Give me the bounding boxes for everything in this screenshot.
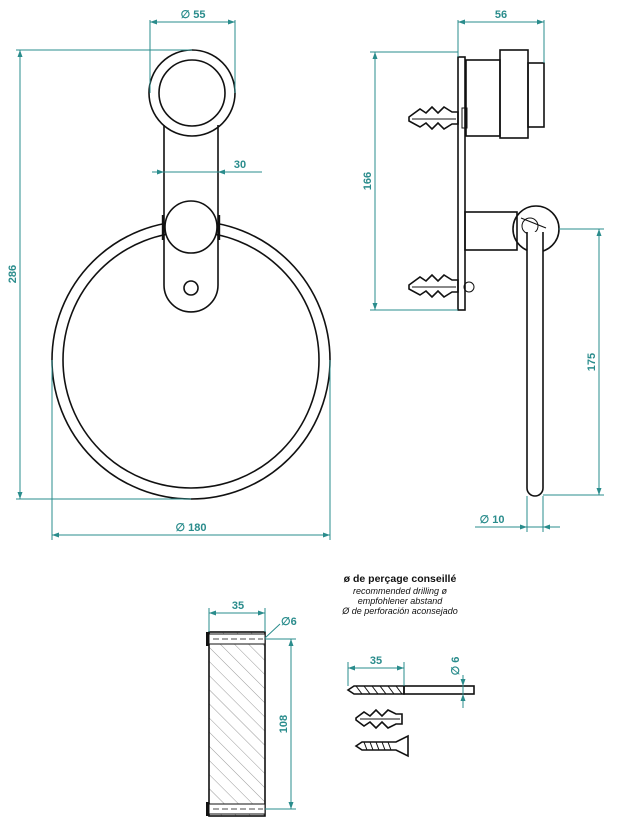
note-spanish: Ø de perforación aconsejado (341, 606, 458, 616)
wall-plug (355, 708, 403, 730)
front-view: ∅ 55 30 286 ∅ 180 (7, 9, 331, 540)
plate-section: 35 ∅6 108 (206, 600, 297, 817)
stem (163, 125, 219, 313)
note-english: recommended drilling ø (353, 586, 448, 596)
ring-inner (62, 231, 320, 489)
anchor-bottom (408, 273, 475, 299)
ring-outer (51, 220, 331, 500)
dim-side-mount-height: 166 (362, 172, 374, 190)
dim-drill-diameter: ∅ 6 (450, 657, 462, 676)
plate-body (208, 631, 266, 817)
ball-joint (164, 200, 218, 254)
dim-plate-width: 35 (232, 600, 244, 612)
drill-bit (346, 685, 475, 695)
stem-hole (183, 280, 199, 296)
screw (354, 734, 409, 758)
dim-plate-height: 108 (278, 715, 290, 733)
anchor-top (408, 105, 459, 131)
top-mount-outer (148, 49, 236, 137)
side-arm (464, 211, 518, 251)
drilling-note: ø de perçage conseillé recommended drill… (341, 573, 475, 758)
note-title: ø de perçage conseillé (344, 573, 457, 585)
wall-plate (457, 56, 466, 311)
dim-stem-width: 30 (234, 159, 246, 171)
dim-top-diameter: ∅ 55 (181, 9, 206, 21)
dim-side-depth: 56 (495, 9, 507, 21)
top-mount-inner (158, 59, 226, 127)
dim-hole-diameter: ∅6 (281, 616, 297, 628)
hanging-rod (526, 232, 544, 497)
dim-ring-diameter: ∅ 180 (176, 522, 207, 534)
dim-rod-diameter: ∅ 10 (480, 514, 505, 526)
dim-overall-height: 286 (7, 265, 19, 283)
top-mount-block (499, 49, 529, 139)
dim-side-ring-height: 175 (586, 353, 598, 371)
note-german: empfohlener abstand (358, 596, 444, 606)
side-view: 56 166 175 ∅ 10 (362, 9, 604, 532)
dim-drill-length: 35 (370, 655, 382, 667)
